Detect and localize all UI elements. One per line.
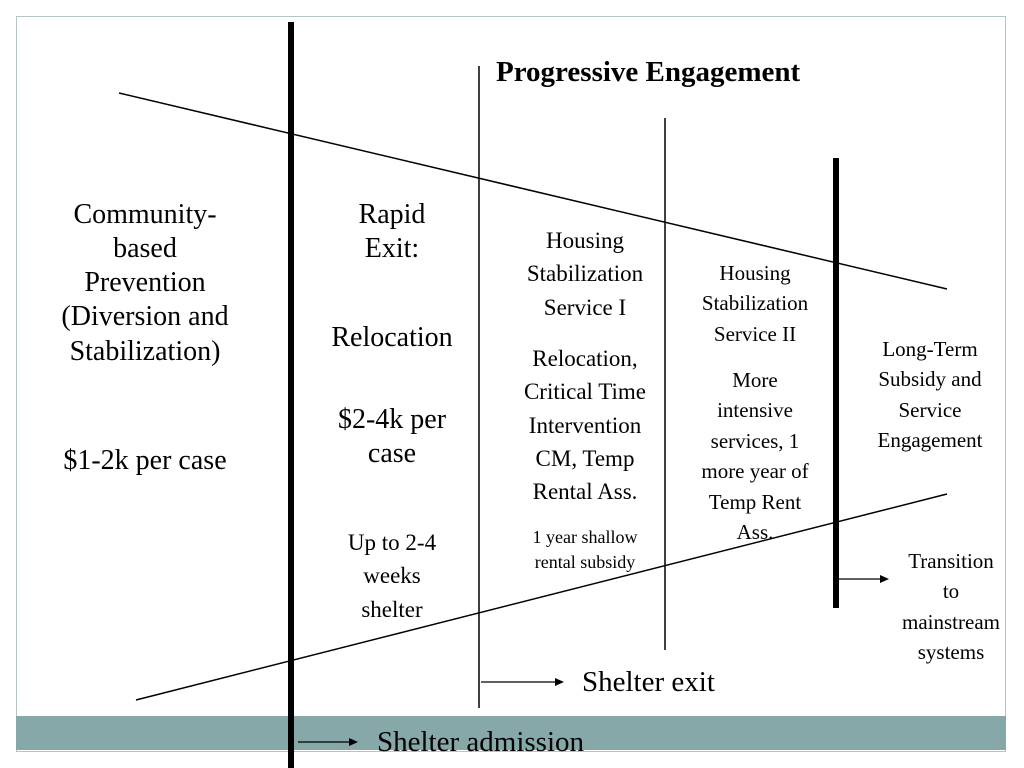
shelter-admission-arrow: [298, 738, 358, 746]
diagram-title: Progressive Engagement: [496, 56, 801, 88]
hss2-services: More intensive services, 1 more year of …: [701, 368, 809, 545]
hss1-heading: Housing Stabilization Service I: [526, 228, 644, 320]
long-term-heading: Long-Term Subsidy and Service Engagement: [877, 337, 983, 453]
prevention-heading: Community- based Prevention (Diversion a…: [61, 199, 229, 367]
funnel-top-line: [118, 92, 948, 290]
shelter-exit-label: Shelter exit: [582, 666, 715, 698]
transition-label: Transition to mainstream systems: [902, 549, 1000, 665]
rapid-exit-cost: $2-4k per case: [337, 404, 447, 470]
hss1-detail: 1 year shallow rental subsidy: [532, 527, 638, 573]
slide-frame: [16, 16, 1006, 752]
hss1-services: Relocation, Critical Time Intervention C…: [523, 346, 647, 505]
funnel-bottom-line: [135, 493, 948, 701]
prevention-cost: $1-2k per case: [63, 445, 227, 476]
rapid-exit-subheading: Relocation: [331, 322, 453, 353]
shelter-admission-label: Shelter admission: [377, 726, 585, 758]
rapid-exit-heading: Rapid Exit:: [358, 199, 426, 265]
hss2-heading: Housing Stabilization Service II: [701, 261, 809, 346]
transition-arrow: [838, 575, 889, 583]
shelter-exit-arrow: [481, 678, 564, 686]
rapid-exit-detail: Up to 2-4 weeks shelter: [347, 530, 437, 622]
bottom-band: [16, 716, 1006, 750]
